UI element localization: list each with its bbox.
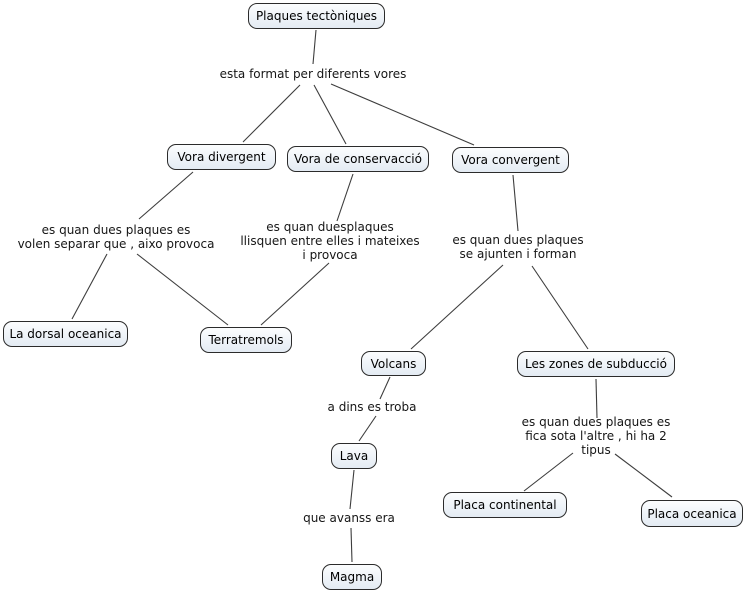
concept-node-les-zones-de-subduccio[interactable]: Les zones de subducció — [517, 351, 675, 377]
edge-esta-format-to-vora-divergent — [242, 84, 301, 143]
edge-llisquen-to-terratremols — [260, 262, 330, 326]
edge-volen-separar-to-la-dorsal-oceanica — [71, 253, 108, 320]
concept-node-vora-convergent[interactable]: Vora convergent — [452, 147, 569, 173]
concept-node-placa-continental[interactable]: Placa continental — [443, 492, 567, 518]
edge-esta-format-to-vora-de-conservaccio — [313, 84, 347, 145]
linking-phrase-que-avanss-era[interactable]: que avanss era — [303, 511, 395, 525]
edge-plaques-tectoniques-to-esta-format — [312, 29, 317, 65]
linking-phrase-llisquen[interactable]: es quan duesplaques llisquen entre elles… — [240, 220, 420, 262]
linking-phrase-esta-format[interactable]: esta format per diferents vores — [219, 67, 407, 81]
edge-vora-de-conservaccio-to-llisquen — [336, 173, 354, 222]
concept-node-terratremols[interactable]: Terratremols — [200, 327, 292, 353]
linking-phrase-a-dins-es-troba[interactable]: a dins es troba — [327, 400, 417, 414]
linking-phrase-volen-separar[interactable]: es quan dues plaques es volen separar qu… — [17, 223, 215, 251]
concept-node-magma[interactable]: Magma — [322, 564, 382, 590]
concept-node-la-dorsal-oceanica[interactable]: La dorsal oceanica — [3, 321, 128, 347]
edge-volen-separar-to-terratremols — [136, 253, 229, 326]
edge-vora-divergent-to-volen-separar — [138, 171, 194, 220]
concept-node-plaques-tectoniques[interactable]: Plaques tectòniques — [248, 3, 385, 29]
edge-vora-convergent-to-se-ajunten — [512, 174, 519, 232]
edge-esta-format-to-vora-convergent — [330, 83, 475, 146]
edge-se-ajunten-to-les-zones-de-subduccio — [531, 265, 589, 350]
edge-se-ajunten-to-volcans — [410, 264, 504, 350]
concept-node-vora-de-conservaccio[interactable]: Vora de conservacció — [287, 146, 429, 172]
edge-que-avanss-era-to-magma — [350, 527, 353, 563]
concept-node-placa-oceanica[interactable]: Placa oceanica — [641, 500, 743, 527]
linking-phrase-se-ajunten[interactable]: es quan dues plaques se ajunten i forman — [452, 233, 584, 261]
concept-node-volcans[interactable]: Volcans — [361, 351, 426, 376]
linking-phrase-fica-sota[interactable]: es quan dues plaques es fica sota l'altr… — [521, 415, 671, 457]
edge-lava-to-que-avanss-era — [349, 469, 355, 510]
edge-a-dins-es-troba-to-lava — [358, 415, 377, 442]
edge-les-zones-de-subduccio-to-fica-sota — [595, 378, 598, 419]
concept-node-lava[interactable]: Lava — [331, 443, 377, 469]
concept-node-vora-divergent[interactable]: Vora divergent — [167, 144, 276, 170]
edge-fica-sota-to-placa-continental — [523, 452, 574, 492]
edge-fica-sota-to-placa-oceanica — [614, 453, 673, 498]
edge-volcans-to-a-dins-es-troba — [379, 376, 391, 400]
